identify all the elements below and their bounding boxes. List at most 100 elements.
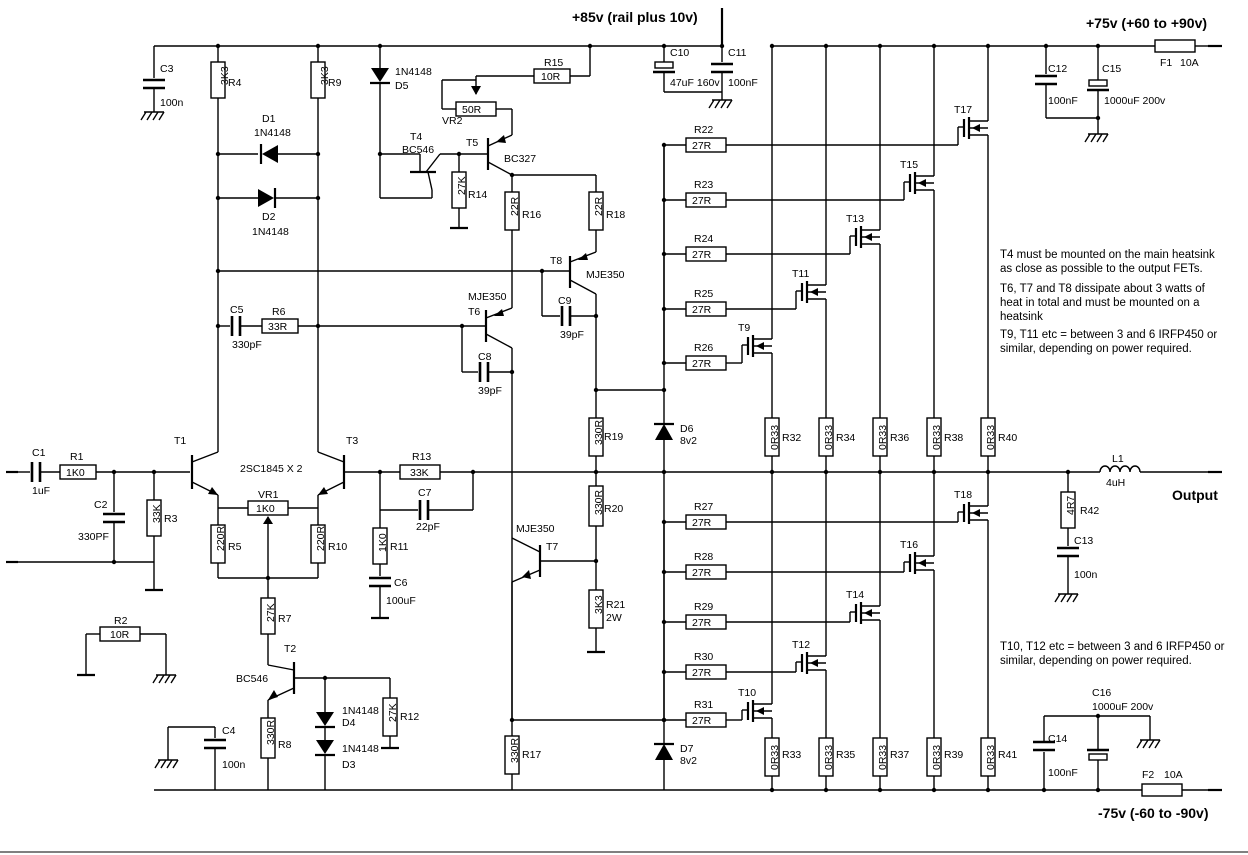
value-C4: 100n [222,759,246,771]
label-D3: D3 [342,759,356,771]
label-D6: D6 [680,423,694,435]
top-supply-label: +85v (rail plus 10v) [572,9,698,25]
junction-dot [661,717,667,723]
junction-dot [661,569,667,575]
note-line: T6, T7 and T8 dissipate about 3 watts of [1000,283,1206,295]
label-C7: C7 [418,487,432,499]
label-R21: R21 [606,599,625,611]
gate-resistor-label: R24 [694,233,713,245]
watt-R21: 2W [606,612,622,624]
junction-dot [931,787,937,793]
value-R6: 33R [268,321,288,333]
note-line: heat in total and must be mounted on a [1000,297,1200,309]
gate-resistor-label: R31 [694,699,713,711]
fet-label: T14 [846,589,864,601]
label-R15: R15 [544,57,563,69]
value-R16: 22R [509,196,521,216]
label-VR1: VR1 [258,489,279,501]
gate-resistor-value: 27R [692,304,712,316]
label-D7: D7 [680,743,694,755]
value-R42: 4R7 [1065,496,1077,515]
label-R6: R6 [272,306,286,318]
source-resistor-label: R35 [836,749,855,761]
label-C8: C8 [478,351,492,363]
input-stage [30,462,190,592]
label-R17: R17 [522,749,541,761]
label-C9: C9 [558,295,572,307]
source-resistor-label: R33 [782,749,801,761]
value-R11: 1K0 [377,533,389,552]
label-R14: R14 [468,189,487,201]
junction-dot [985,787,991,793]
source-resistor-label: R38 [944,432,963,444]
fet-label: T9 [738,322,750,334]
value-R4: 3K3 [219,66,231,85]
value-R13: 33K [410,467,429,479]
junction-dot [877,787,883,793]
label-D4: D4 [342,717,356,729]
label-T4: T4 [410,131,422,143]
label-L1: L1 [1112,453,1124,465]
junction-dot [823,43,829,49]
label-C5: C5 [230,304,244,316]
source-resistor-value: 0R33 [823,425,835,450]
label-R7: R7 [278,613,292,625]
value-D1: 1N4148 [254,127,291,139]
label-C15: C15 [1102,63,1121,75]
label-F1: F1 [1160,57,1172,69]
value-VR2: 50R [462,104,482,116]
value-D2: 1N4148 [252,226,289,238]
value-T8: MJE350 [586,269,625,281]
note-line: heatsink [1000,311,1043,323]
value-C1: 1uF [32,485,50,497]
value-D6: 8v2 [680,435,697,447]
source-resistor-value: 0R33 [985,745,997,770]
junction-dot [661,197,667,203]
label-C3: C3 [160,63,174,75]
value-C13: 100n [1074,569,1098,581]
label-C12: C12 [1048,63,1067,75]
gate-resistor-label: R23 [694,179,713,191]
fet-label: T18 [954,489,972,501]
fet-label: T12 [792,639,810,651]
note-line: similar, depending on power required. [1000,343,1192,355]
junction-dot [661,519,667,525]
source-resistor-value: 0R33 [931,425,943,450]
source-resistor-value: 0R33 [823,745,835,770]
label-R13: R13 [412,451,431,463]
value-R15: 10R [541,71,561,83]
value-R1: 1K0 [66,467,85,479]
value-C2: 330PF [78,531,109,543]
fet-label: T17 [954,104,972,116]
component-labels: C3 100n R4 3K3 R9 3K3 D1 1N4148 D2 1N414… [32,47,1199,781]
junction-dot [769,787,775,793]
value-R19: 330R [593,419,605,445]
value-R14: 27K [456,176,468,195]
label-R9: R9 [328,77,342,89]
diff-pair [77,43,570,684]
gate-resistor-label: R28 [694,551,713,563]
value-C12: 100nF [1048,95,1078,107]
value-L1: 4uH [1106,477,1125,489]
value-R7: 27K [265,603,277,622]
gate-resistor-label: R22 [694,124,713,136]
label-T8: T8 [550,255,562,267]
source-resistor-value: 0R33 [877,425,889,450]
label-D1: D1 [262,113,276,125]
fet-label: T11 [792,268,809,280]
value-C5: 330pF [232,339,262,351]
gate-resistor-label: R25 [694,288,713,300]
value-R2: 10R [110,629,130,641]
neg-rail-label: -75v (-60 to -90v) [1098,805,1208,821]
label-C2: C2 [94,499,108,511]
label-D2: D2 [262,211,276,223]
value-D5: 1N4148 [395,66,432,78]
label-T5: T5 [466,137,478,149]
label-C16: C16 [1092,687,1111,699]
gate-resistor-value: 27R [692,567,712,579]
gate-resistor-label: R29 [694,601,713,613]
value-T2: BC546 [236,673,268,685]
note-line: T9, T11 etc = between 3 and 6 IRFP450 or [1000,329,1217,341]
